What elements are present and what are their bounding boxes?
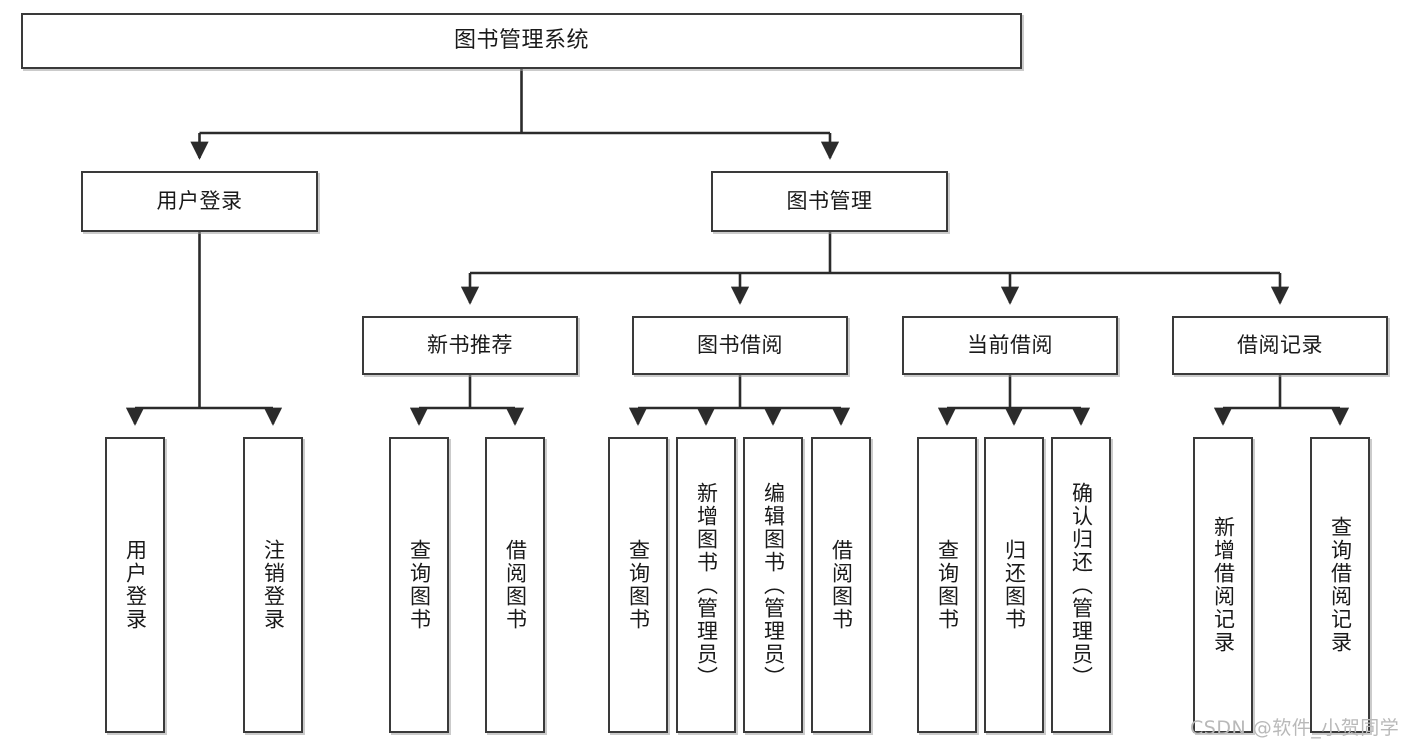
csdn-watermark: CSDN @软件_小贺同学 bbox=[1190, 717, 1400, 739]
node-current-borrow[interactable]: 当前借阅 bbox=[902, 316, 1118, 375]
node-leaf-confirm-return-admin[interactable]: 确认归还（管理员） bbox=[1051, 437, 1111, 733]
node-leaf-edit-book-admin[interactable]: 编辑图书（管理员） bbox=[743, 437, 803, 733]
node-leaf-borrow-book[interactable]: 借阅图书 bbox=[811, 437, 871, 733]
node-leaf-return-book[interactable]: 归还图书 bbox=[984, 437, 1044, 733]
node-new-book-recommend[interactable]: 新书推荐 bbox=[362, 316, 578, 375]
node-leaf-query-book-current-label: 查询图书 bbox=[935, 539, 960, 631]
node-leaf-query-book-rec[interactable]: 查询图书 bbox=[389, 437, 449, 733]
node-leaf-add-borrow-record[interactable]: 新增借阅记录 bbox=[1193, 437, 1253, 733]
node-leaf-query-borrow-record[interactable]: 查询借阅记录 bbox=[1310, 437, 1370, 733]
node-leaf-borrow-book-label: 借阅图书 bbox=[829, 539, 854, 631]
node-leaf-return-book-label: 归还图书 bbox=[1002, 539, 1027, 631]
node-root-label: 图书管理系统 bbox=[453, 28, 589, 54]
node-leaf-query-borrow-record-label: 查询借阅记录 bbox=[1328, 516, 1353, 654]
node-borrow-record-label: 借阅记录 bbox=[1237, 333, 1323, 358]
node-leaf-user-login[interactable]: 用户登录 bbox=[105, 437, 165, 733]
node-leaf-borrow-book-rec-label: 借阅图书 bbox=[503, 539, 528, 631]
node-leaf-add-borrow-record-label: 新增借阅记录 bbox=[1211, 516, 1236, 654]
node-new-book-recommend-label: 新书推荐 bbox=[427, 333, 513, 358]
node-book-borrow[interactable]: 图书借阅 bbox=[632, 316, 848, 375]
node-user-login[interactable]: 用户登录 bbox=[81, 171, 318, 232]
node-leaf-query-book-current[interactable]: 查询图书 bbox=[917, 437, 977, 733]
node-leaf-add-book-admin-label: 新增图书（管理员） bbox=[694, 481, 719, 689]
node-leaf-confirm-return-admin-label: 确认归还（管理员） bbox=[1069, 481, 1094, 689]
node-leaf-query-book-borrow[interactable]: 查询图书 bbox=[608, 437, 668, 733]
node-book-manage-label: 图书管理 bbox=[786, 189, 873, 214]
node-leaf-add-book-admin[interactable]: 新增图书（管理员） bbox=[676, 437, 736, 733]
node-leaf-user-logout[interactable]: 注销登录 bbox=[243, 437, 303, 733]
node-leaf-borrow-book-rec[interactable]: 借阅图书 bbox=[485, 437, 545, 733]
node-leaf-user-login-label: 用户登录 bbox=[123, 539, 148, 631]
node-leaf-query-book-rec-label: 查询图书 bbox=[407, 539, 432, 631]
node-borrow-record[interactable]: 借阅记录 bbox=[1172, 316, 1388, 375]
node-root[interactable]: 图书管理系统 bbox=[21, 13, 1022, 69]
node-book-borrow-label: 图书借阅 bbox=[697, 333, 783, 358]
node-user-login-label: 用户登录 bbox=[156, 189, 243, 214]
node-current-borrow-label: 当前借阅 bbox=[967, 333, 1053, 358]
node-leaf-query-book-borrow-label: 查询图书 bbox=[626, 539, 651, 631]
node-book-manage[interactable]: 图书管理 bbox=[711, 171, 948, 232]
node-leaf-edit-book-admin-label: 编辑图书（管理员） bbox=[761, 481, 786, 689]
node-leaf-user-logout-label: 注销登录 bbox=[261, 539, 286, 631]
